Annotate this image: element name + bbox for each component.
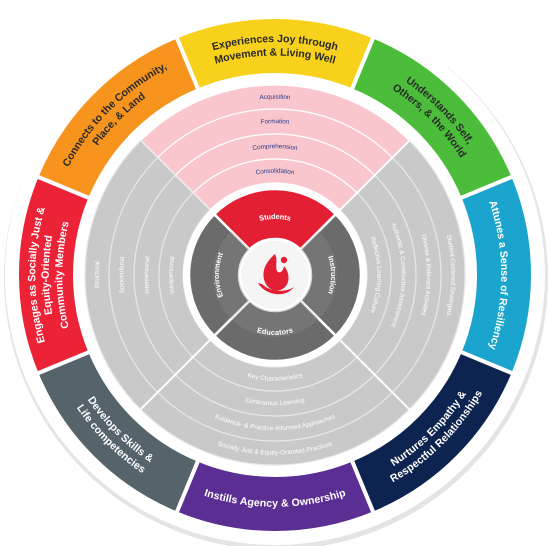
outer-label-equity: Equity-Oriented (40, 234, 55, 315)
hub-sector-instruction (298, 212, 363, 338)
students-ring-label-1: Acquisition (259, 94, 291, 102)
students-ring-label-4: Consolidation (255, 168, 295, 177)
hub-label-instruction: Instruction (326, 255, 338, 296)
flame-figure-icon (258, 254, 294, 295)
hub-label-environment: Environment (212, 251, 225, 299)
quadrant-divider (339, 139, 411, 211)
environment-ring-label-1: Structural (94, 261, 102, 289)
instruction-ring-label-1: Student-Centered Strategies (445, 234, 457, 316)
hub-inner-educators (231, 300, 319, 337)
environment-ring-label-3: Interpersonal (143, 256, 151, 294)
flame-figure-icon-head (280, 256, 288, 264)
environment-ring-label-4: Intrapersonal (168, 256, 177, 294)
flame-figure-icon-flame (263, 254, 289, 291)
hub-sector-educators (212, 298, 338, 363)
hub-label-students: Students (258, 212, 292, 223)
middle-ring: AcquisitionFormationComprehensionConsoli… (84, 84, 466, 466)
educators-ring-label-4: Key Characteristics (247, 372, 304, 383)
educators-ring-label-3: Continuous Learning (245, 397, 306, 407)
hub-sector-students (212, 187, 338, 252)
environment-ring-label-2: Sociocultural (118, 256, 126, 293)
center-logo (241, 241, 309, 309)
quadrant-divider (339, 339, 411, 411)
flame-figure-icon-wave (258, 283, 294, 295)
hub-label-educators: Educators (256, 325, 294, 337)
quadrant-divider (139, 339, 211, 411)
hub-inner-instruction (300, 231, 337, 319)
hub-inner-environment (213, 231, 250, 319)
outer-segment-community (34, 34, 202, 202)
hub-sector-environment (187, 212, 252, 338)
students-ring-label-2: Formation (260, 118, 290, 126)
students-ring-label-3: Comprehension (252, 143, 299, 152)
